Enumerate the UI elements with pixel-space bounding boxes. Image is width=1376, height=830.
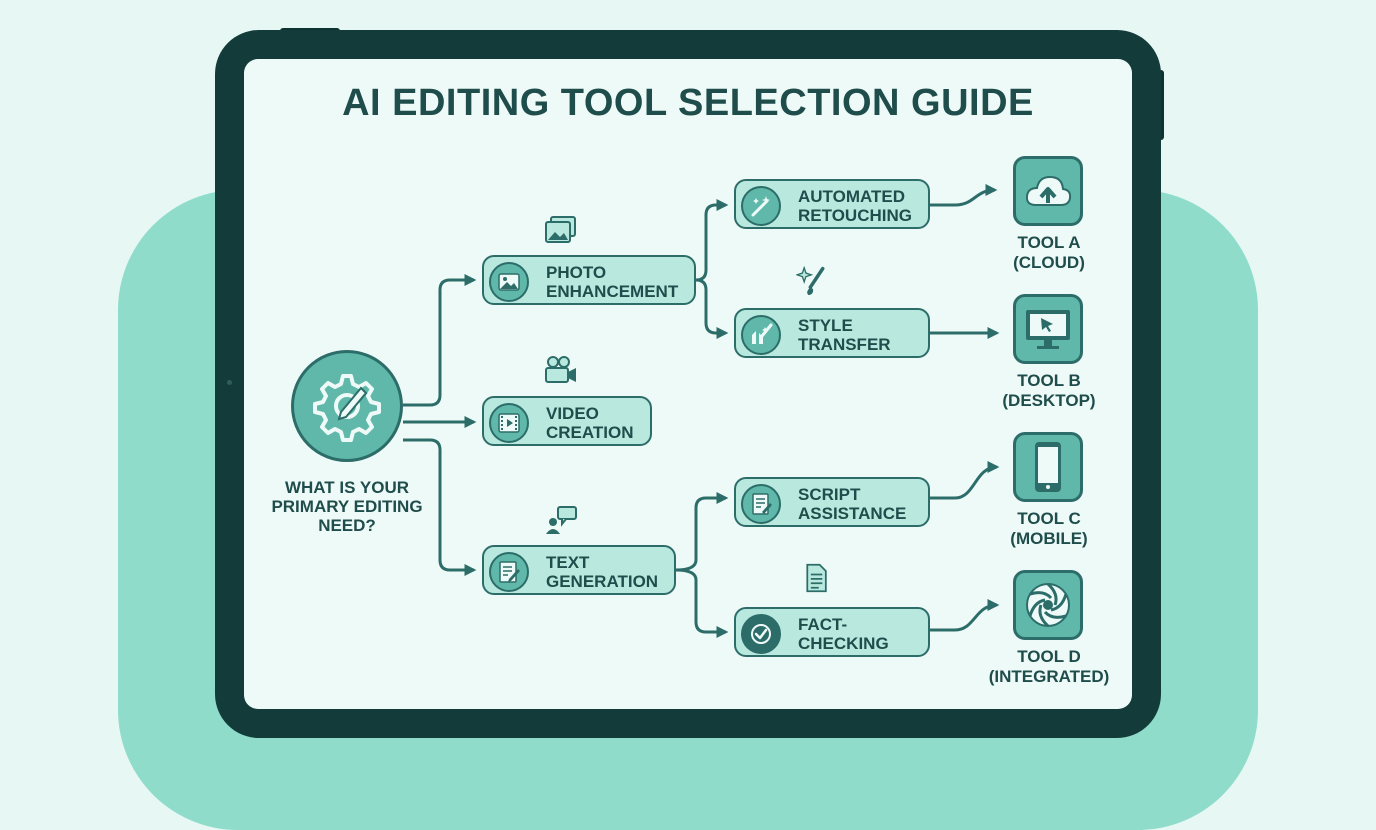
desktop-monitor-icon [1026, 310, 1070, 349]
tool-a-icon[interactable] [1013, 156, 1083, 226]
cloud-upload-icon [1025, 175, 1072, 206]
category-label-text: TEXT GENERATION [546, 553, 659, 591]
image-icon [489, 262, 529, 302]
aperture-icon [1026, 582, 1070, 628]
connector-photo-style [695, 278, 729, 339]
tool-d-icon[interactable] [1013, 570, 1083, 640]
connector-fact-tool-d [930, 599, 1000, 632]
tool-a-platform: (CLOUD) [1013, 253, 1085, 272]
tool-a-label: TOOL A (CLOUD) [969, 233, 1129, 273]
tool-d-label: TOOL D (INTEGRATED) [969, 647, 1129, 687]
category-node-video[interactable]: VIDEO CREATION [482, 396, 652, 446]
connector-lines [403, 184, 1000, 638]
checkmark-icon [741, 614, 781, 654]
category-label-photo: PHOTO ENHANCEMENT [546, 263, 679, 301]
tool-a-name: TOOL A [1017, 233, 1081, 252]
subcategory-node-retouch[interactable]: AUTOMATED RETOUCHING [734, 179, 930, 229]
subcategory-label-retouch: AUTOMATED RETOUCHING [798, 187, 912, 225]
category-node-text[interactable]: TEXT GENERATION [482, 545, 676, 595]
paint-brush-icon [741, 315, 781, 355]
gear-pencil-icon [313, 374, 381, 442]
question-label: WHAT IS YOUR PRIMARY EDITING NEED? [271, 478, 423, 535]
tablet-camera [227, 380, 232, 385]
subcategory-node-fact[interactable]: FACT-CHECKING [734, 607, 930, 657]
subcategory-label-style: STYLE TRANSFER [798, 316, 891, 354]
hub-gear-icon [291, 350, 403, 462]
tool-b-platform: (DESKTOP) [1002, 391, 1096, 410]
video-camera-icon [545, 356, 576, 383]
chat-person-icon [546, 506, 577, 534]
category-label-video: VIDEO CREATION [546, 404, 634, 442]
connector-hub-photo [403, 274, 477, 407]
subcategory-node-script[interactable]: SCRIPT ASSISTANCE [734, 477, 930, 527]
tool-c-label: TOOL C (MOBILE) [969, 509, 1129, 549]
tool-b-name: TOOL B [1017, 371, 1081, 390]
sparkle-brush-icon [796, 266, 825, 296]
subcategory-label-fact: FACT-CHECKING [798, 615, 889, 653]
tool-c-name: TOOL C [1017, 509, 1081, 528]
magic-wand-icon [741, 186, 781, 226]
tool-b-label: TOOL B (DESKTOP) [969, 371, 1129, 411]
tablet-volume-button [1158, 70, 1164, 140]
smartphone-icon [1035, 442, 1061, 492]
subcategory-label-script: SCRIPT ASSISTANCE [798, 485, 907, 523]
page-icon [806, 563, 827, 593]
gallery-icon [545, 216, 576, 243]
film-icon [489, 403, 529, 443]
tool-c-platform: (MOBILE) [1010, 529, 1088, 548]
tool-d-platform: (INTEGRATED) [988, 667, 1110, 686]
document-edit-icon [489, 552, 529, 592]
page-title: AI EDITING TOOL SELECTION GUIDE [342, 82, 1034, 124]
connector-retouch-tool-a [930, 184, 998, 207]
script-icon [741, 484, 781, 524]
connector-hub-text [403, 438, 477, 576]
subcategory-node-style[interactable]: STYLE TRANSFER [734, 308, 930, 358]
tool-c-icon[interactable] [1013, 432, 1083, 502]
connector-text-script [675, 492, 729, 572]
connector-photo-retouch [695, 199, 729, 282]
category-node-photo[interactable]: PHOTO ENHANCEMENT [482, 255, 696, 305]
connector-script-tool-c [930, 461, 1000, 500]
tool-d-name: TOOL D [1017, 647, 1081, 666]
tool-b-icon[interactable] [1013, 294, 1083, 364]
connector-text-fact [675, 568, 729, 638]
